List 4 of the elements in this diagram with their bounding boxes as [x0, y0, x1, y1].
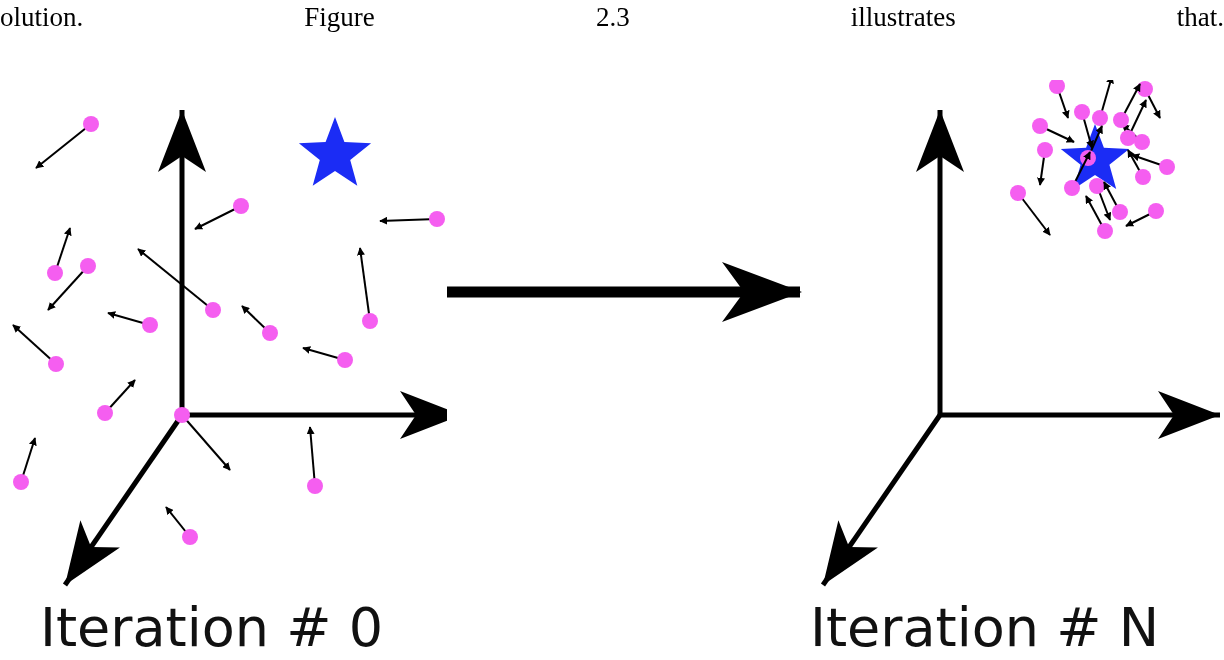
body-text: olution. Figure 2.3 illustrates that. — [0, 2, 1224, 33]
iteration-caption: Iteration # 0 — [40, 596, 383, 660]
arrow — [447, 262, 802, 322]
iteration-caption: Iteration # N — [810, 596, 1160, 660]
